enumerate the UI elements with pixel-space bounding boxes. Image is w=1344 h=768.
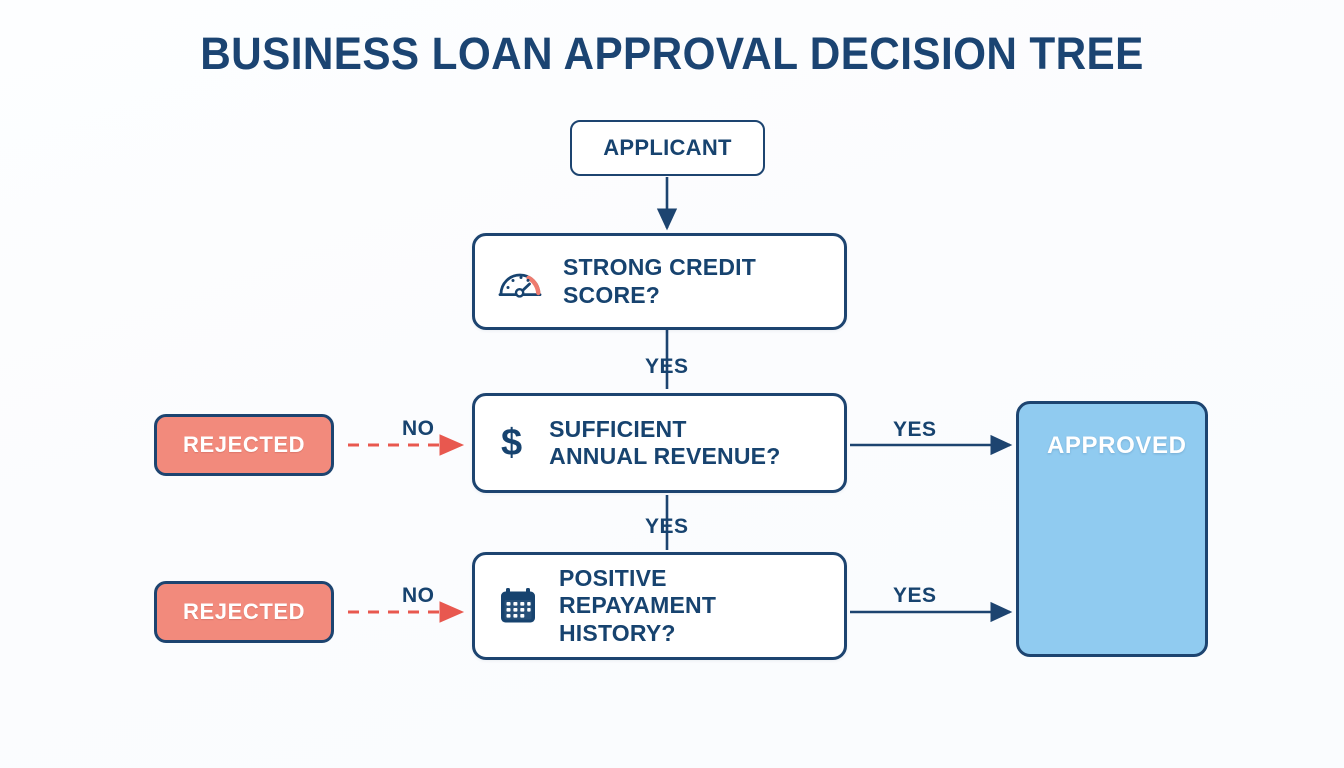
edge-label-revenue-no: NO <box>402 417 435 440</box>
node-rejected-repayment[interactable]: REJECTED <box>154 581 334 643</box>
calendar-icon <box>497 585 539 627</box>
node-applicant-label: APPLICANT <box>603 135 732 160</box>
node-approved[interactable]: APPROVED <box>1016 401 1208 657</box>
edge-label-revenue-yes-down: YES <box>645 515 689 538</box>
node-positive-repayment-history[interactable]: POSITIVE REPAYAMENT HISTORY? <box>472 552 847 660</box>
edge-label-credit-yes: YES <box>645 355 689 378</box>
node-applicant[interactable]: APPLICANT <box>570 120 765 176</box>
node-rejected-revenue-label: REJECTED <box>183 432 306 457</box>
node-sufficient-annual-revenue[interactable]: $ SUFFICIENT ANNUAL REVENUE? <box>472 393 847 493</box>
node-strong-credit-score-label: STRONG CREDIT SCORE? <box>563 254 756 308</box>
edge-label-repayment-yes-approved: YES <box>893 584 937 607</box>
node-approved-label: APPROVED <box>1047 432 1187 459</box>
page-title: BUSINESS LOAN APPROVAL DECISION TREE <box>200 28 1144 79</box>
node-rejected-repayment-label: REJECTED <box>183 599 306 624</box>
node-positive-repayment-history-label: POSITIVE REPAYAMENT HISTORY? <box>559 565 717 646</box>
node-strong-credit-score[interactable]: STRONG CREDIT SCORE? <box>472 233 847 330</box>
edge-label-repayment-no: NO <box>402 584 435 607</box>
gauge-icon <box>497 262 543 302</box>
node-rejected-revenue[interactable]: REJECTED <box>154 414 334 476</box>
dollar-icon: $ <box>501 422 523 464</box>
edge-label-revenue-yes-approved: YES <box>893 418 937 441</box>
node-sufficient-annual-revenue-label: SUFFICIENT ANNUAL REVENUE? <box>549 415 781 469</box>
